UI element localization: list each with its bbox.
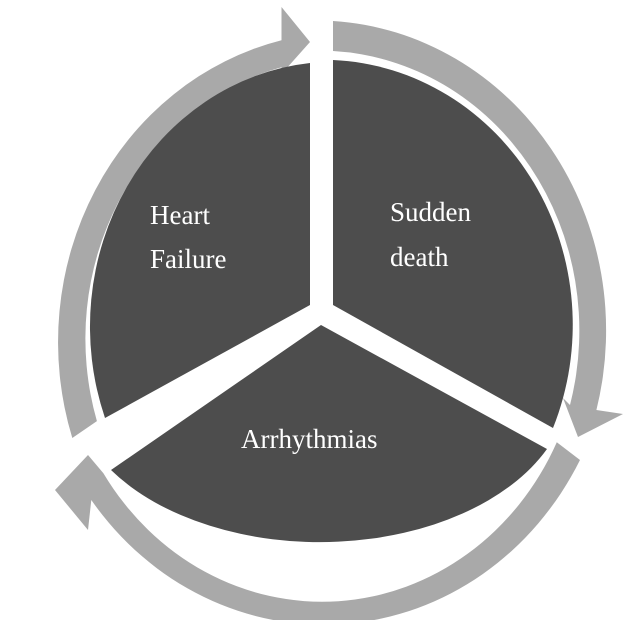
cycle-labels: Heart Failure Sudden death Arrhythmias [150, 197, 472, 454]
segment-arrhythmias [111, 325, 547, 543]
label-heart-failure-line-2: Failure [150, 244, 226, 274]
cycle-arrows [55, 7, 623, 620]
label-sudden-death-line-2: death [390, 242, 449, 272]
cycle-segments [89, 60, 573, 543]
segment-heart-failure [89, 63, 311, 418]
arrow-sudden-death-to-arrhythmias [333, 21, 623, 437]
label-sudden-death-line-1: Sudden [390, 197, 472, 227]
arrow-heart-failure-to-sudden-death [58, 7, 311, 438]
segment-sudden-death [333, 60, 573, 428]
label-heart-failure-line-1: Heart [150, 200, 210, 230]
label-arrhythmias: Arrhythmias [241, 424, 377, 454]
arrow-arrhythmias-to-heart-failure [55, 442, 580, 620]
